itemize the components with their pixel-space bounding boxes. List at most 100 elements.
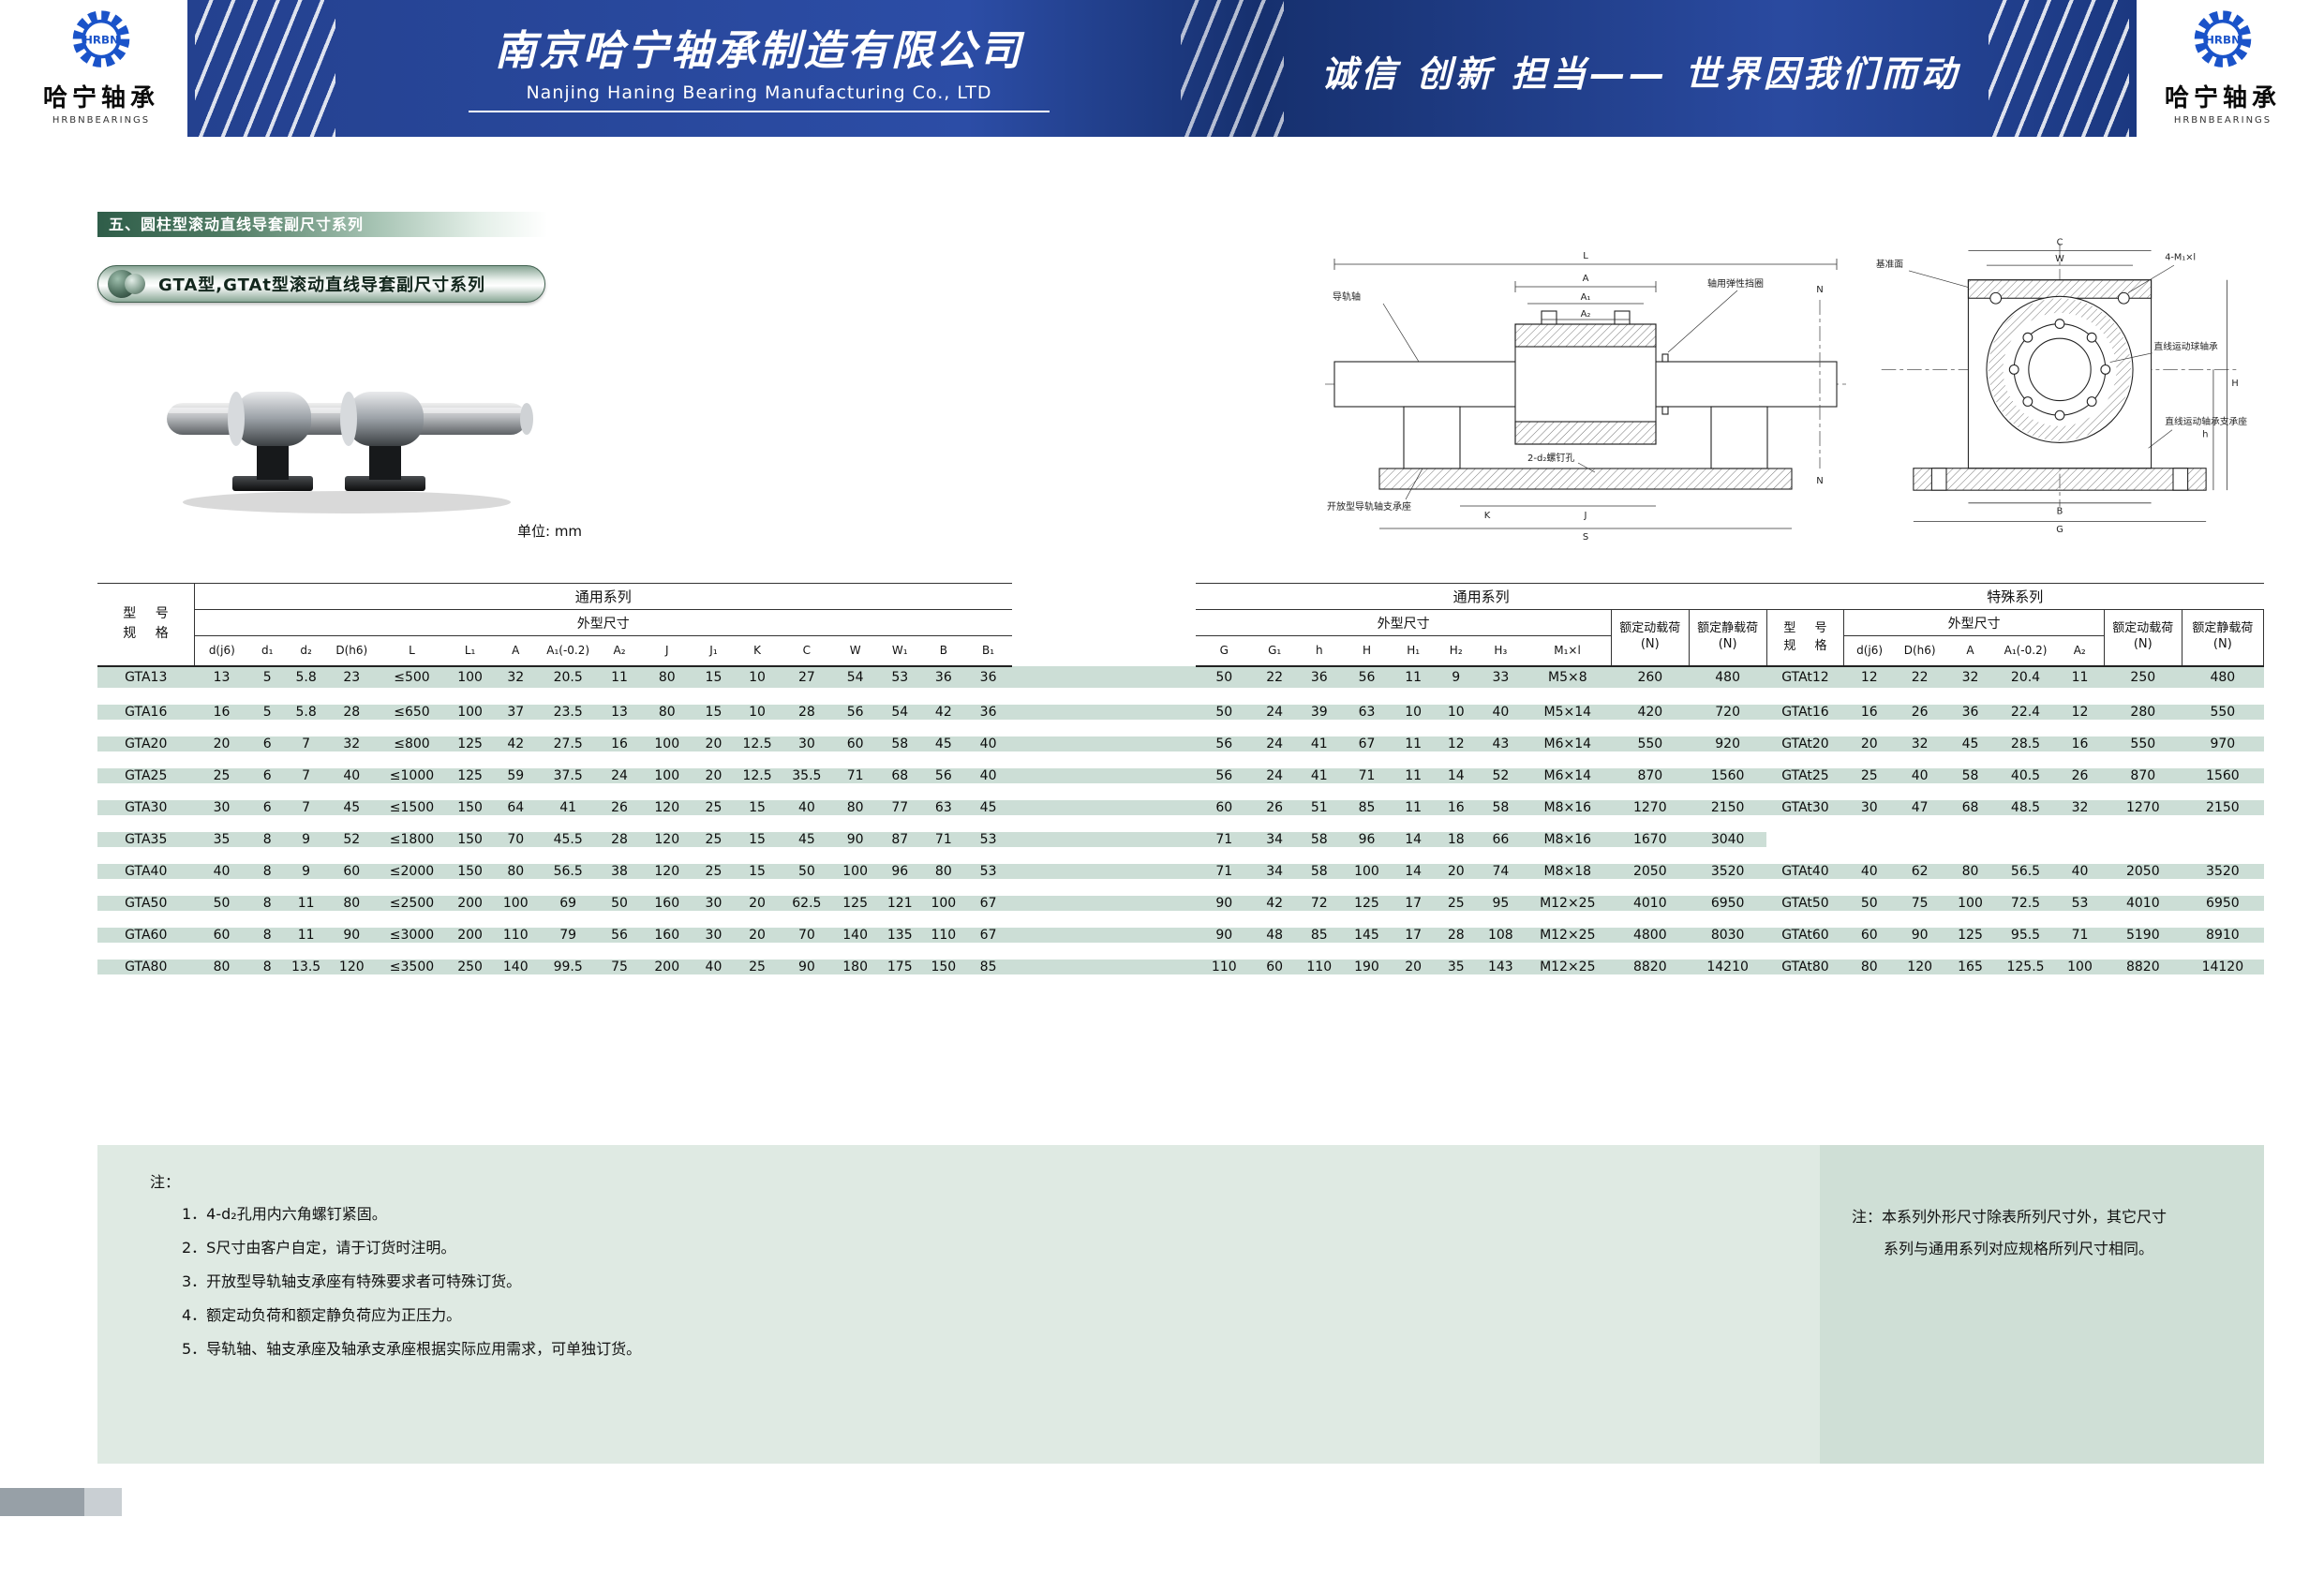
dynamic-load-cell: 550 [2104,727,2182,768]
value-cell: 63 [922,791,965,832]
value-cell: 27.5 [538,727,599,768]
dynamic-load-cell: 8820 [1611,950,1690,991]
value-cell: 5 [248,695,286,736]
value-cell: 6 [248,727,286,768]
value-cell: 41 [538,791,599,832]
gap-cell [1011,791,1197,832]
value-cell: 20.5 [538,665,599,705]
model-column-header: 型 号 规 格 [97,583,196,667]
static-load-cell: 550 [2182,695,2264,736]
value-cell: 50 [598,886,641,928]
value-cell: 23 [326,665,378,705]
value-cell: 53 [964,823,1012,864]
note-item: 2．S尺寸由客户自定，请于订货时注明。 [182,1239,456,1257]
value-cell: 20 [1392,950,1435,991]
notes-panel: 注： 1．4-d₂孔用内六角螺钉紧固。2．S尺寸由客户自定，请于订货时注明。3．… [97,1145,2264,1464]
value-cell: 100 [640,759,693,800]
value-cell: 67 [964,918,1012,960]
value-cell: 10 [734,665,781,705]
side-note-line1: 注：本系列外形尺寸除表所列尺寸外，其它尺寸 [1852,1208,2168,1226]
static-load-cell: 480 [1689,665,1767,705]
value-cell: 160 [640,918,693,960]
value-cell [2055,823,2105,864]
dynamic-load-cell: 250 [2104,665,2182,705]
value-cell: 71 [2055,918,2105,960]
column-header: L [377,635,447,667]
static-load-cell: 6950 [2182,886,2264,928]
value-cell: 40 [693,950,735,991]
company-name-block: 南京哈宁轴承制造有限公司 Nanjing Haning Bearing Manu… [469,17,1050,112]
value-cell: 74 [1477,855,1525,896]
value-cell: M8×16 [1524,823,1612,864]
value-cell: 50 [1196,695,1253,736]
column-header: J [640,635,693,667]
value-cell: 16 [1843,695,1895,736]
value-cell: 100 [1944,886,1996,928]
model-cell: GTA80 [97,950,195,991]
value-cell: 30 [693,886,735,928]
value-cell: 32 [326,727,378,768]
note-item: 4．额定动负荷和额定静负荷应为正压力。 [182,1306,462,1324]
value-cell: 20 [734,918,781,960]
value-cell: 15 [734,855,781,896]
model-cell: GTA16 [97,695,195,736]
value-cell: 150 [446,855,494,896]
value-cell: 15 [734,823,781,864]
value-cell: 25 [693,855,735,896]
value-cell [1843,823,1895,864]
value-cell: 13 [598,695,641,736]
value-cell: 120 [326,950,378,991]
value-cell: 34 [1252,823,1297,864]
notes-label: 注： [150,1173,181,1191]
value-cell: 100 [640,727,693,768]
notes-main: 注： 1．4-d₂孔用内六角螺钉紧固。2．S尺寸由客户自定，请于订货时注明。3．… [97,1145,1820,1464]
value-cell: 20 [194,727,249,768]
dynamic-load-cell: 870 [1611,759,1690,800]
value-cell: 18 [1434,823,1478,864]
gap-cell [1011,759,1197,800]
header-band: 南京哈宁轴承制造有限公司 Nanjing Haning Bearing Manu… [187,0,2137,137]
logo-text-en: HRBNBEARINGS [2173,115,2272,126]
company-slogan: 诚信 创新 担当—— 世界因我们而动 [1321,53,1960,95]
value-cell: 62 [1894,855,1945,896]
value-cell: 60 [326,855,378,896]
value-cell: 26 [1894,695,1945,736]
value-cell: 24 [1252,727,1297,768]
column-header: A [1944,635,1996,667]
value-cell: ≤800 [377,727,447,768]
value-cell: 8 [248,823,286,864]
special-model-cell [1766,823,1844,864]
value-cell: 100 [922,886,965,928]
value-cell: ≤500 [377,665,447,705]
dim-A1: A₁ [1581,292,1591,303]
column-header: A [493,635,539,667]
value-cell: 56 [598,918,641,960]
value-cell: 14 [1392,823,1435,864]
column-header: d(j6) [1843,635,1895,667]
value-cell: 30 [194,791,249,832]
label-open-shaft-support: 开放型导轨轴支承座 [1327,500,1411,513]
dynamic-load-header: 额定动载荷(N) [1610,609,1690,667]
value-cell: 10 [1434,695,1478,736]
value-cell: 25 [693,791,735,832]
linear-bearing-photo [167,392,533,513]
value-cell: 71 [1196,823,1253,864]
value-cell: 62.5 [780,886,833,928]
value-cell: 75 [1894,886,1945,928]
value-cell: 7 [285,727,327,768]
static-load-cell: 2150 [1689,791,1767,832]
value-cell: 37 [493,695,539,736]
value-cell: 11 [1392,791,1435,832]
dims-header-special: 外型尺寸 [1843,609,2105,636]
value-cell: 140 [493,950,539,991]
dim-C: C [2057,238,2063,248]
value-cell: 80 [493,855,539,896]
value-cell: 75 [598,950,641,991]
label-mounting-bolts: 4-M₁×l [2165,252,2196,262]
value-cell: 8 [248,886,286,928]
value-cell: 56.5 [1995,855,2056,896]
value-cell: 69 [538,886,599,928]
special-model-cell: GTAt60 [1766,918,1844,960]
